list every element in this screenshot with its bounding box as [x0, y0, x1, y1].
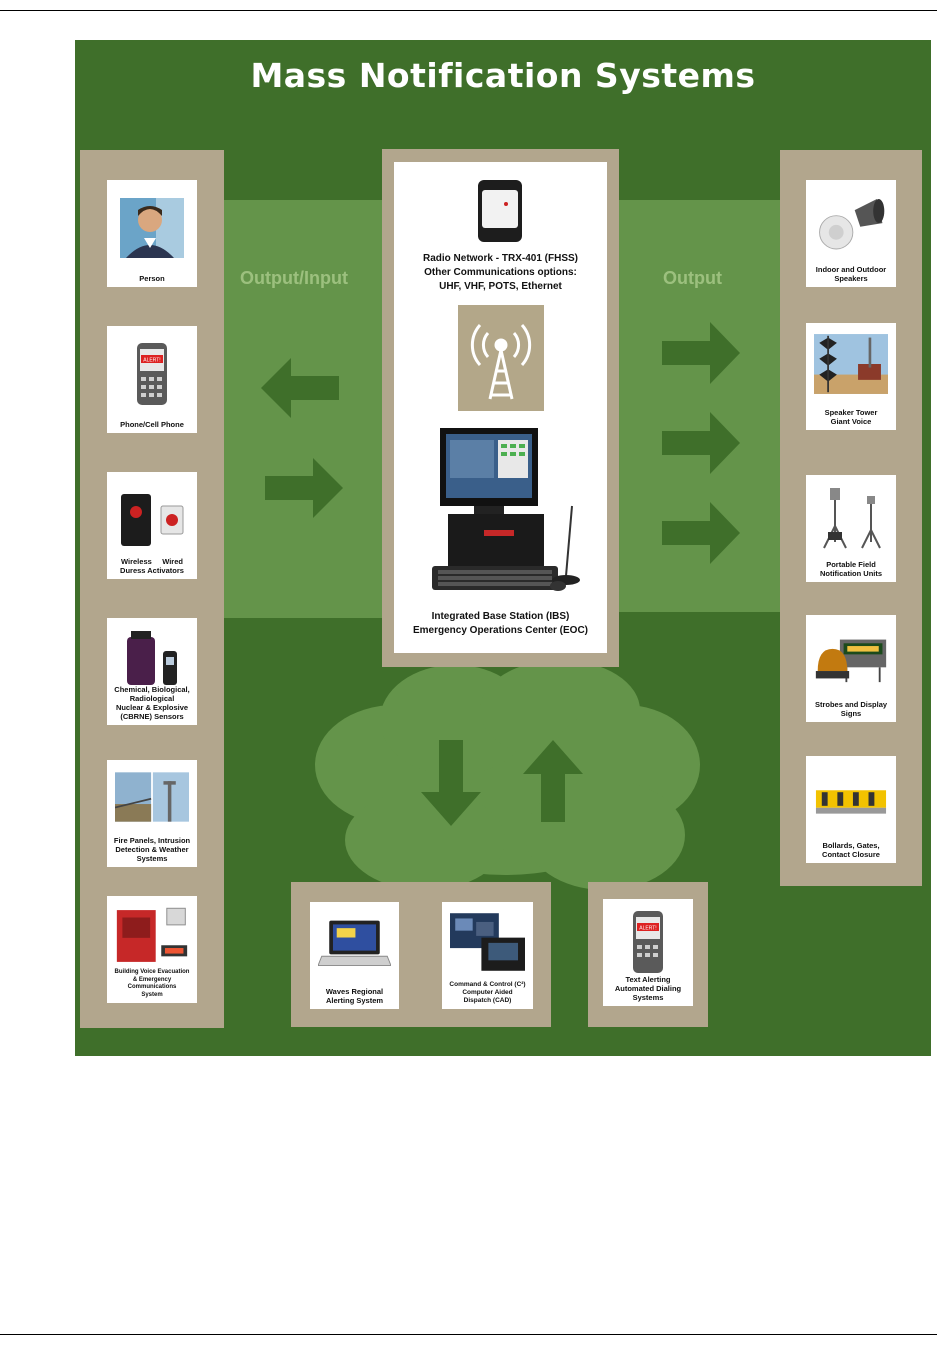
- arrow-right-icon: [662, 412, 740, 474]
- fire-panels-caption: Fire Panels, Intrusion Detection & Weath…: [113, 836, 191, 863]
- fire-panels-card: Fire Panels, Intrusion Detection & Weath…: [107, 760, 197, 867]
- output-label: Output: [663, 268, 722, 288]
- command-control-photo: [450, 908, 525, 975]
- person-caption: Person: [139, 274, 165, 283]
- base-station-text: Integrated Base Station (IBS): [431, 611, 570, 622]
- cbrne-sensors-photo: [115, 628, 189, 687]
- text-alerting-screen-text: ALERT!: [639, 925, 656, 931]
- bottom-right-panel: ALERT! Text Alerting Automated Dialing S…: [588, 882, 708, 1027]
- phone-caption: Phone/Cell Phone: [120, 420, 184, 429]
- duress-activators-caption: Wireless Wired Duress Activators: [120, 557, 184, 575]
- arrow-right-icon: [662, 502, 740, 564]
- phone-card: ALERT! Phone/Cell Phone: [107, 326, 197, 433]
- right-output-panel: Indoor and Outdoor Speakers Speaker Towe…: [780, 150, 922, 886]
- left-input-panel: Person ALERT! Phone/Cell Phone: [80, 150, 224, 1028]
- strobes-signs-caption: Strobes and Display Signs: [814, 700, 888, 718]
- arrow-right-icon: [265, 458, 343, 518]
- phone-screen-text: ALERT!: [143, 357, 160, 363]
- eoc-text: Emergency Operations Center (EOC): [412, 625, 589, 636]
- speaker-tower-card: Speaker Tower Giant Voice: [806, 323, 896, 430]
- portable-field-units-caption: Portable Field Notification Units: [819, 560, 883, 578]
- voice-evacuation-caption: Building Voice Evacuation & Emergency Co…: [114, 969, 190, 998]
- base-station-computer-photo: [432, 428, 580, 591]
- diagram-stage: Mass Notification Systems Output/Input O…: [75, 40, 931, 1056]
- cbrne-sensors-caption: Chemical, Biological, Radiological Nucle…: [114, 685, 190, 721]
- network-cloud: [315, 660, 700, 890]
- portable-field-units-photo: [814, 485, 888, 552]
- command-control-card: Command & Control (C²) Computer Aided Di…: [442, 902, 533, 1009]
- arrow-up-icon: [523, 740, 583, 822]
- voice-evacuation-photo: [115, 902, 189, 969]
- duress-activators-photo: [115, 482, 189, 557]
- top-rule: [0, 10, 937, 11]
- duress-activators-card: Wireless Wired Duress Activators: [107, 472, 197, 579]
- radio-tower-tile: [458, 305, 544, 411]
- bollards-gates-caption: Bollards, Gates, Contact Closure: [822, 841, 880, 859]
- bottom-rule: [0, 1334, 937, 1335]
- waves-alerting-card: Waves Regional Alerting System: [310, 902, 399, 1009]
- speakers-caption: Indoor and Outdoor Speakers: [815, 265, 887, 283]
- strobes-signs-card: Strobes and Display Signs: [806, 615, 896, 722]
- radio-network-text: Radio Network - TRX-401 (FHSS): [422, 253, 579, 264]
- arrow-down-icon: [421, 740, 481, 826]
- person-card: Person: [107, 180, 197, 287]
- phone-photo: ALERT!: [115, 336, 189, 411]
- radio-device-photo: [478, 180, 522, 242]
- arrow-right-icon: [662, 322, 740, 384]
- text-alerting-card: ALERT! Text Alerting Automated Dialing S…: [603, 899, 693, 1006]
- cbrne-sensors-card: Chemical, Biological, Radiological Nucle…: [107, 618, 197, 725]
- speakers-photo: [814, 190, 888, 257]
- fire-panels-photo: [115, 766, 189, 827]
- speaker-tower-caption: Speaker Tower Giant Voice: [824, 408, 878, 426]
- radio-tower-icon: [470, 324, 532, 400]
- portable-field-units-card: Portable Field Notification Units: [806, 475, 896, 582]
- comm-options-text: Other Communications options:: [424, 267, 577, 278]
- bollards-gates-photo: [814, 766, 888, 833]
- command-control-caption: Command & Control (C²) Computer Aided Di…: [449, 981, 526, 1004]
- left-band: [215, 200, 395, 618]
- person-photo: [115, 190, 189, 265]
- speakers-card: Indoor and Outdoor Speakers: [806, 180, 896, 287]
- strobes-signs-photo: [814, 625, 888, 692]
- comm-channels-text: UHF, VHF, POTS, Ethernet: [439, 281, 562, 292]
- text-alerting-phone-photo: ALERT!: [611, 909, 685, 974]
- waves-alerting-caption: Waves Regional Alerting System: [325, 987, 384, 1005]
- text-alerting-caption: Text Alerting Automated Dialing Systems: [614, 975, 682, 1002]
- center-card: Radio Network - TRX-401 (FHSS) Other Com…: [394, 162, 607, 653]
- speaker-tower-photo: [814, 327, 888, 400]
- bollards-gates-card: Bollards, Gates, Contact Closure: [806, 756, 896, 863]
- voice-evacuation-card: Building Voice Evacuation & Emergency Co…: [107, 896, 197, 1003]
- arrow-left-icon: [261, 358, 339, 418]
- output-input-label: Output/Input: [240, 268, 348, 288]
- bottom-center-panel: Waves Regional Alerting System Command &…: [291, 882, 551, 1027]
- waves-laptop-photo: [318, 912, 391, 977]
- diagram-title: Mass Notification Systems: [250, 56, 756, 95]
